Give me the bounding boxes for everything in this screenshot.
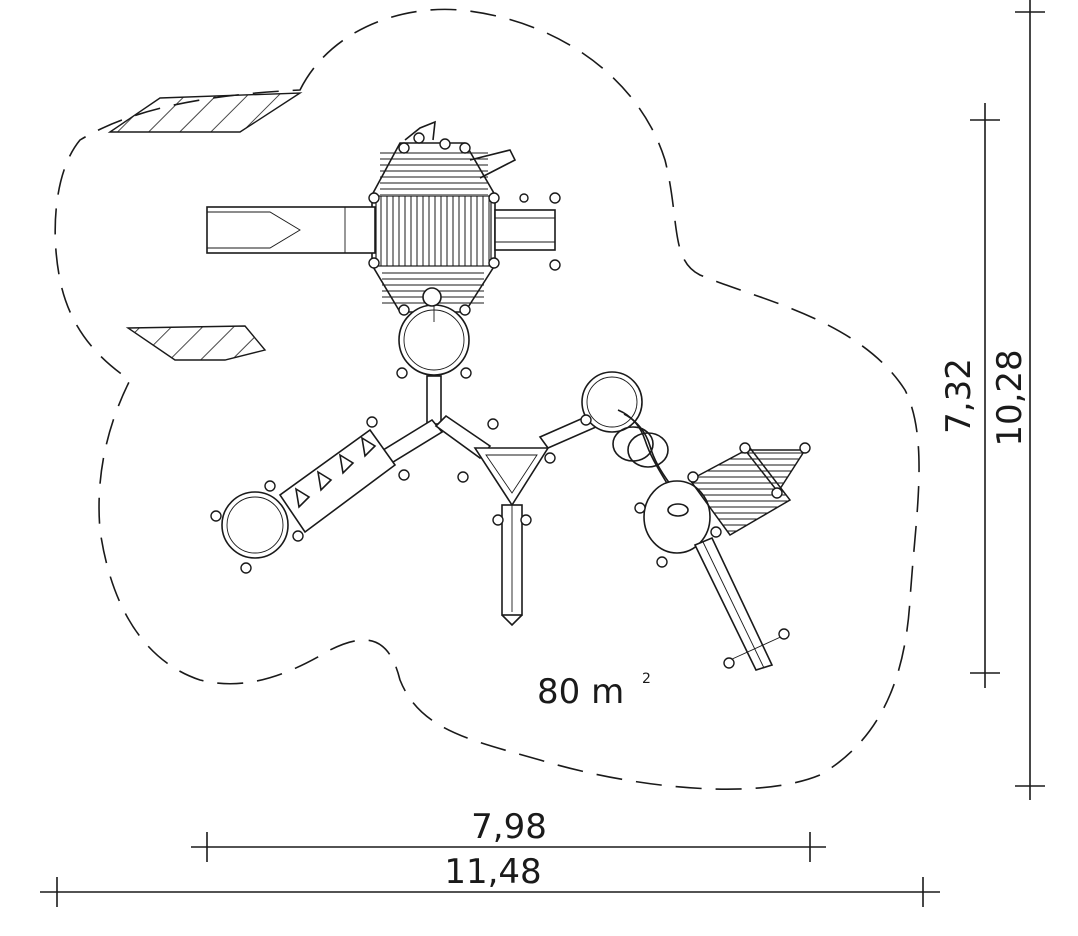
round-platform-right [581, 371, 643, 433]
area-label: 80 m [537, 672, 624, 712]
area-value: 80 m [537, 672, 624, 712]
dimension-depth-inner-label: 7,32 [939, 358, 979, 434]
posts [210, 132, 811, 669]
slide-chute [206, 206, 376, 254]
slide-down-end [501, 614, 523, 627]
triangle-platform [473, 447, 550, 507]
slide-chute-inner [207, 211, 301, 249]
dimension-depth-outer-label: 10,28 [990, 349, 1030, 446]
dimension-depth-outer [1015, 0, 1045, 800]
ring-2 [627, 432, 669, 468]
hatch-fixture [422, 287, 442, 307]
hatched-area-bottom [125, 325, 267, 361]
dimension-width-inner-label: 7,98 [471, 807, 547, 847]
right-tower-roof [743, 449, 807, 494]
side-climber [469, 149, 517, 179]
roof-detail [404, 120, 436, 141]
main-tower-vstripes [375, 195, 492, 267]
connector-vertical [426, 375, 442, 425]
ladder-left [278, 428, 397, 534]
ladder-bridge [494, 209, 556, 251]
area-unit-superscript: 2 [642, 671, 651, 687]
right-tower-body [643, 480, 711, 554]
safety-zone-outline [54, 8, 920, 790]
hatched-area-top [107, 92, 303, 133]
dimension-depth-inner [970, 103, 1000, 688]
dimension-width-inner [191, 832, 826, 862]
ladder-left-holds [294, 436, 377, 509]
dimension-width-outer [40, 877, 940, 907]
round-platform-left [221, 491, 289, 559]
dimension-width-outer-label: 11,48 [444, 852, 541, 892]
main-tower-hstripes-top [380, 150, 488, 195]
